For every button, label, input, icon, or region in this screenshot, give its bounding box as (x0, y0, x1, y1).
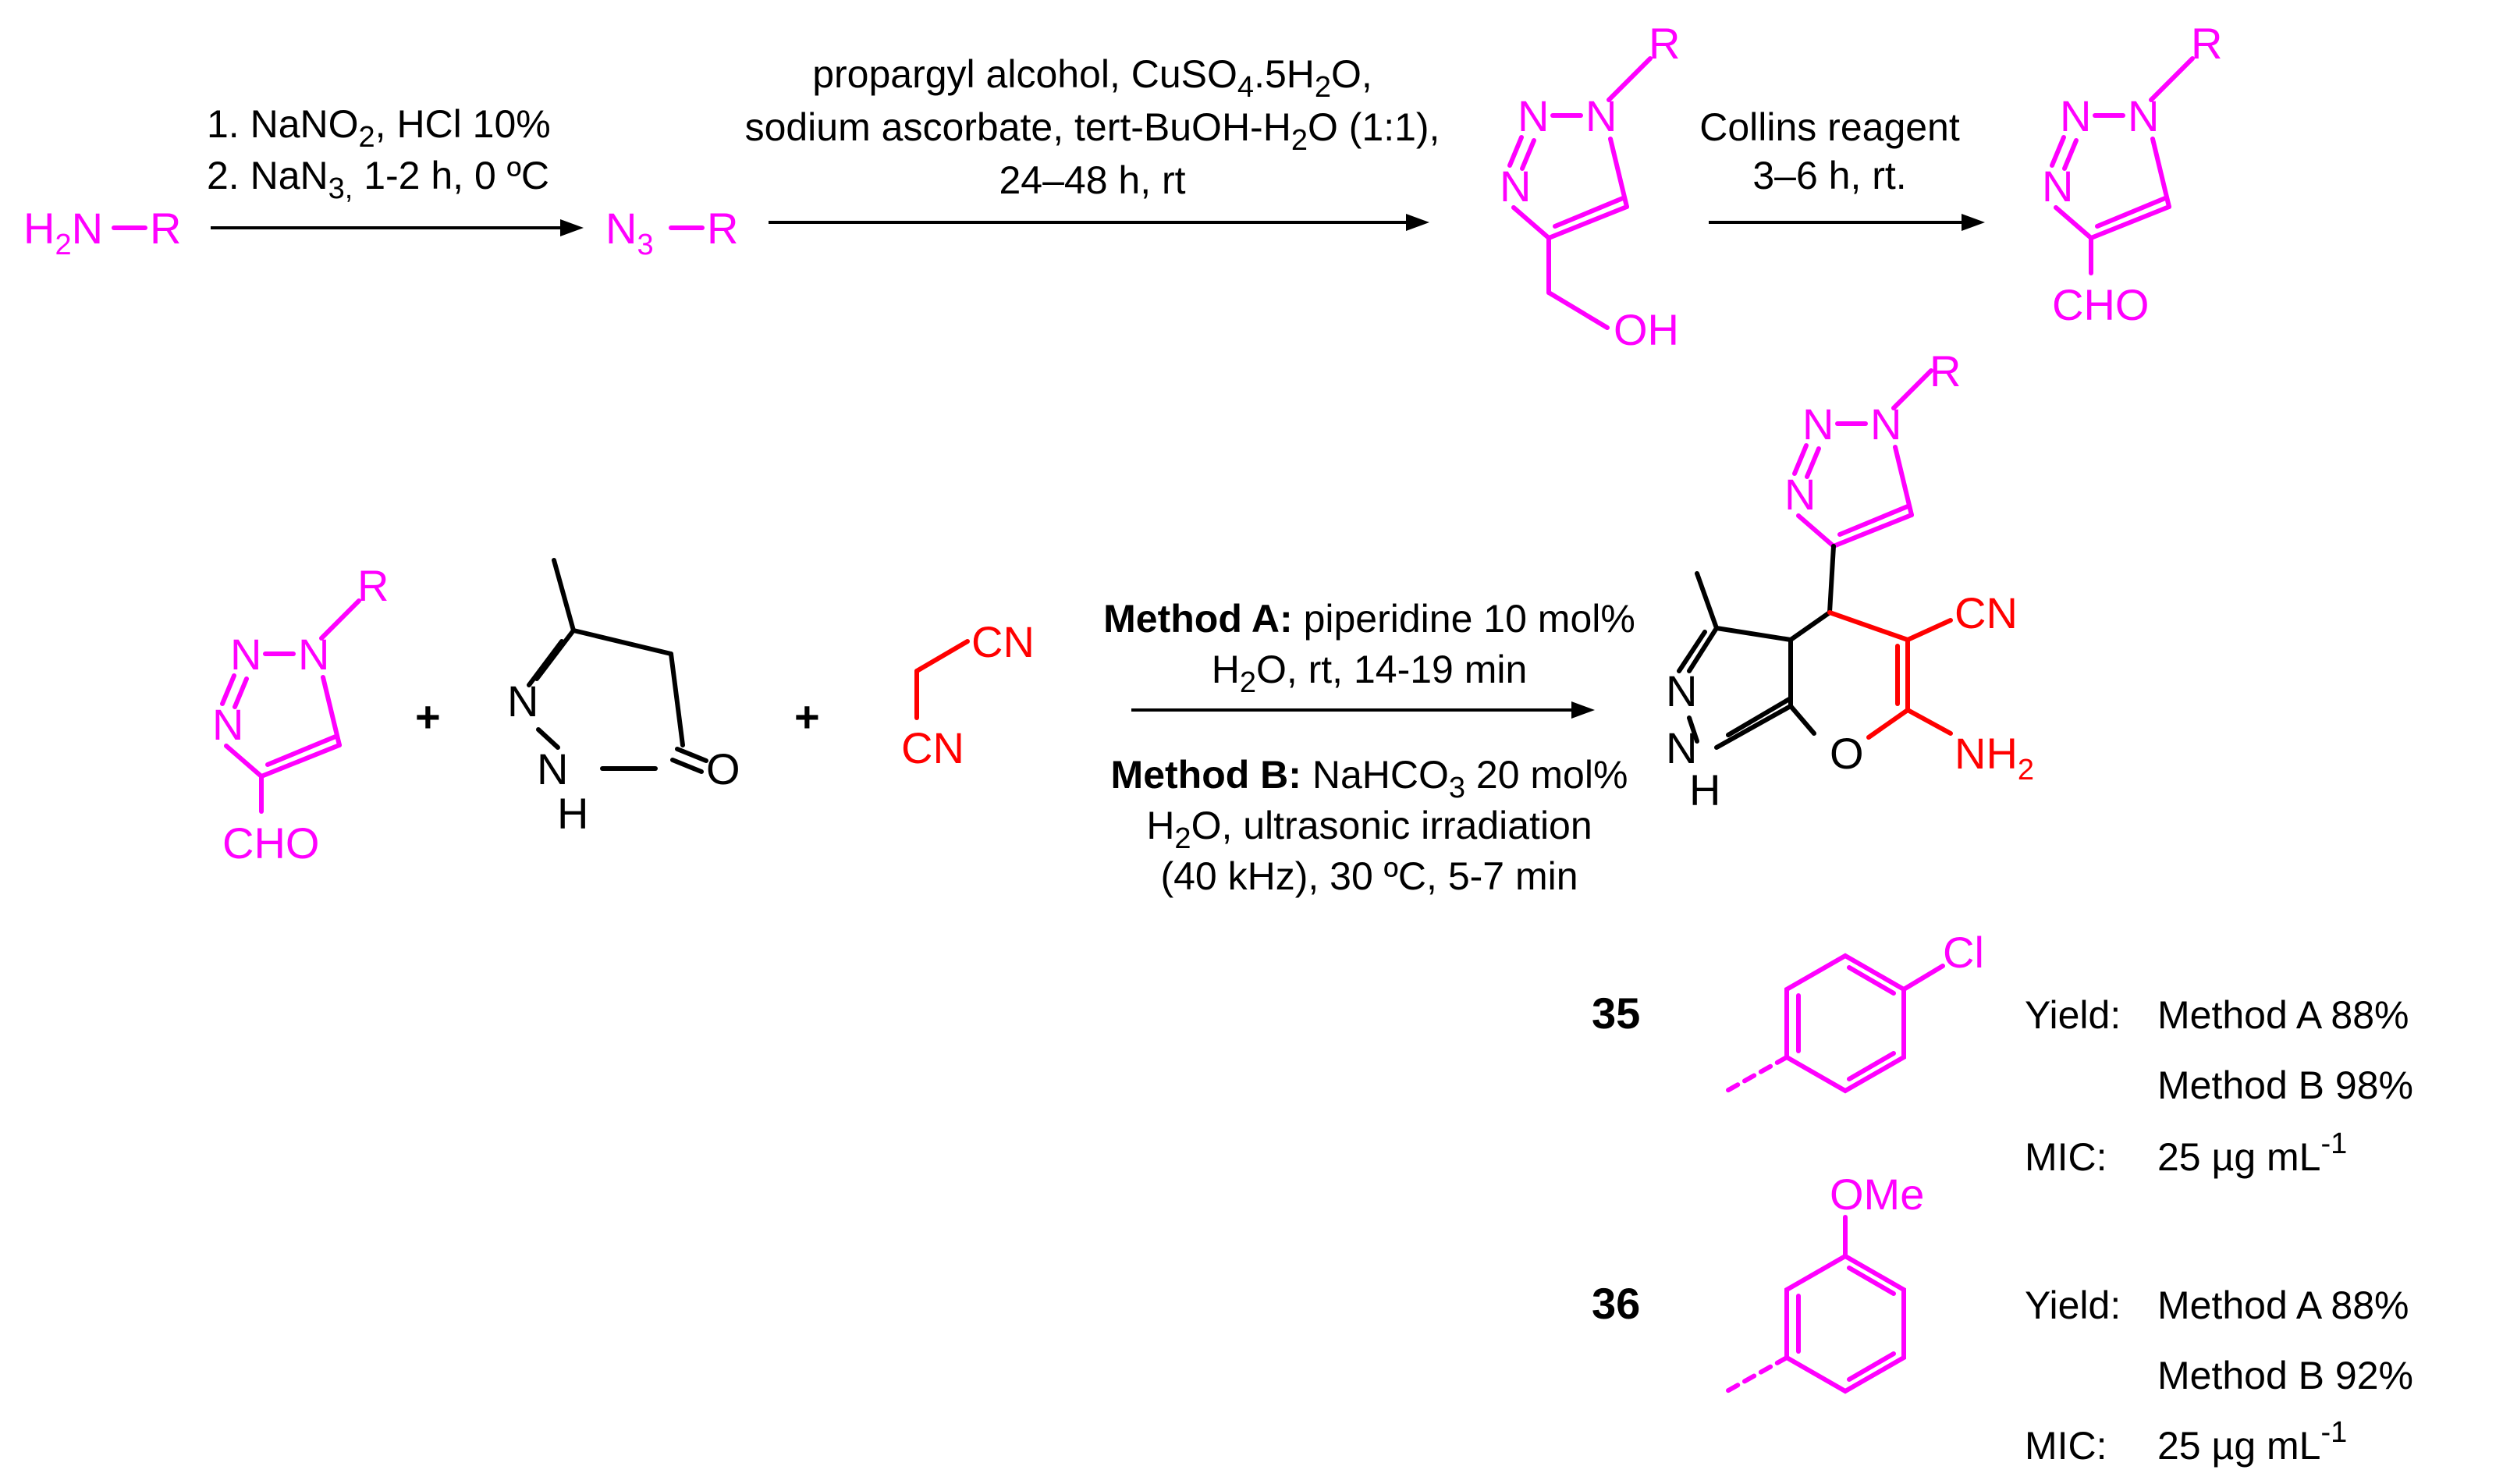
svg-text:N: N (2060, 91, 2091, 140)
svg-text:N3: N3 (605, 204, 654, 261)
step2-conditions: propargyl alcohol, CuSO4.5H2O, sodium as… (745, 52, 1440, 202)
svg-text:Yield:: Yield: (2025, 1283, 2121, 1327)
compound-number: 35 (1592, 989, 1640, 1038)
pyranopyrazole-product: N N N R O CN NH2 N N H (1666, 346, 2034, 815)
amine-reactant: H2N R (23, 204, 181, 261)
svg-text:N: N (537, 744, 568, 793)
compound-number: 36 (1592, 1279, 1640, 1328)
svg-text:1. NaNO2, HCl 10%: 1. NaNO2, HCl 10% (207, 102, 551, 154)
svg-text:N: N (230, 630, 261, 679)
svg-text:Method B: NaHCO3 20 mol%: Method B: NaHCO3 20 mol% (1111, 753, 1628, 804)
svg-text:CN: CN (901, 723, 964, 772)
triazole-aldehyde-product: N N N R CHO (2042, 19, 2222, 329)
triazole-aldehyde-reactant: N N N R CHO (212, 561, 389, 868)
svg-text:N: N (2042, 162, 2073, 211)
svg-text:Method A 88%: Method A 88% (2157, 993, 2409, 1037)
arrowhead-1 (560, 219, 584, 236)
svg-text:R: R (2191, 19, 2222, 68)
svg-text:Method A 88%: Method A 88% (2157, 1283, 2409, 1327)
plus-sign-1: + (415, 692, 441, 741)
svg-text:N: N (1784, 470, 1816, 519)
arrowhead-2 (1406, 214, 1429, 231)
svg-text:R: R (150, 204, 181, 253)
svg-text:25 µg mL-1: 25 µg mL-1 (2157, 1127, 2347, 1179)
svg-text:R: R (707, 204, 738, 253)
svg-text:N: N (1666, 723, 1697, 772)
svg-text:OMe: OMe (1830, 1170, 1924, 1219)
svg-text:MIC:: MIC: (2025, 1424, 2107, 1468)
svg-text:2. NaN3, 1-2 h, 0 ºC: 2. NaN3, 1-2 h, 0 ºC (207, 154, 549, 205)
svg-text:H2O, rt, 14-19 min: H2O, rt, 14-19 min (1212, 648, 1528, 699)
svg-text:N: N (1500, 162, 1531, 211)
svg-text:O: O (706, 744, 740, 793)
svg-text:NH2: NH2 (1954, 729, 2034, 786)
svg-text:H: H (557, 789, 588, 838)
svg-text:H2O, ultrasonic irradiation: H2O, ultrasonic irradiation (1146, 804, 1592, 855)
svg-text:N: N (212, 700, 243, 749)
step3-conditions: Collins reagent 3–6 h, rt. (1699, 105, 1960, 197)
compound-36: 36 OMe Yield: Method A 88% Method B 92% … (1592, 1170, 2413, 1468)
svg-text:R: R (357, 561, 389, 610)
malononitrile-reactant: CN CN (901, 617, 1035, 772)
svg-text:CN: CN (1954, 588, 2018, 637)
svg-text:3–6 h, rt.: 3–6 h, rt. (1752, 154, 1906, 197)
svg-text:Method B 98%: Method B 98% (2157, 1063, 2413, 1107)
svg-text:CHO: CHO (2052, 280, 2149, 329)
svg-text:sodium ascorbate, tert-BuOH-H2: sodium ascorbate, tert-BuOH-H2O (1:1), (745, 105, 1440, 157)
svg-text:OH: OH (1614, 305, 1679, 354)
svg-text:H2N: H2N (23, 204, 103, 261)
svg-text:(40 kHz), 30 ºC, 5-7 min: (40 kHz), 30 ºC, 5-7 min (1160, 854, 1578, 898)
svg-text:MIC:: MIC: (2025, 1135, 2107, 1179)
svg-text:CHO: CHO (222, 818, 319, 868)
svg-text:N: N (1518, 91, 1549, 140)
svg-text:H: H (1689, 765, 1720, 815)
step1-conditions: 1. NaNO2, HCl 10% 2. NaN3, 1-2 h, 0 ºC (207, 102, 551, 205)
compound-35: 35 Cl Yield: Method A 88% Method B 98% M… (1592, 928, 2413, 1179)
methodB-conditions: Method B: NaHCO3 20 mol% H2O, ultrasonic… (1111, 753, 1628, 898)
svg-text:R: R (1930, 346, 1961, 396)
svg-text:propargyl alcohol, CuSO4.5H2O,: propargyl alcohol, CuSO4.5H2O, (812, 52, 1372, 104)
svg-text:Method B 92%: Method B 92% (2157, 1354, 2413, 1397)
svg-text:Collins reagent: Collins reagent (1699, 105, 1960, 149)
svg-text:R: R (1649, 19, 1680, 68)
triazole-methanol-intermediate: N N N R OH (1500, 19, 1680, 354)
arrowhead-3 (1962, 214, 1985, 231)
svg-text:Cl: Cl (1943, 928, 1984, 977)
arrowhead-4 (1571, 701, 1595, 719)
svg-text:N: N (1666, 666, 1697, 715)
azide-intermediate: N3 R (605, 204, 738, 261)
methodA-conditions: Method A: piperidine 10 mol% H2O, rt, 14… (1103, 597, 1635, 699)
svg-text:N: N (507, 676, 538, 726)
svg-text:CN: CN (971, 617, 1035, 666)
svg-text:24–48 h, rt: 24–48 h, rt (999, 158, 1185, 202)
svg-text:N: N (1802, 399, 1834, 449)
svg-text:25 µg mL-1: 25 µg mL-1 (2157, 1416, 2347, 1468)
svg-text:Method A: piperidine 10 mol%: Method A: piperidine 10 mol% (1103, 597, 1635, 641)
pyrazolone-reactant: O N N H (507, 558, 740, 838)
svg-text:Yield:: Yield: (2025, 993, 2121, 1037)
svg-text:O: O (1830, 729, 1864, 778)
plus-sign-2: + (794, 692, 820, 741)
